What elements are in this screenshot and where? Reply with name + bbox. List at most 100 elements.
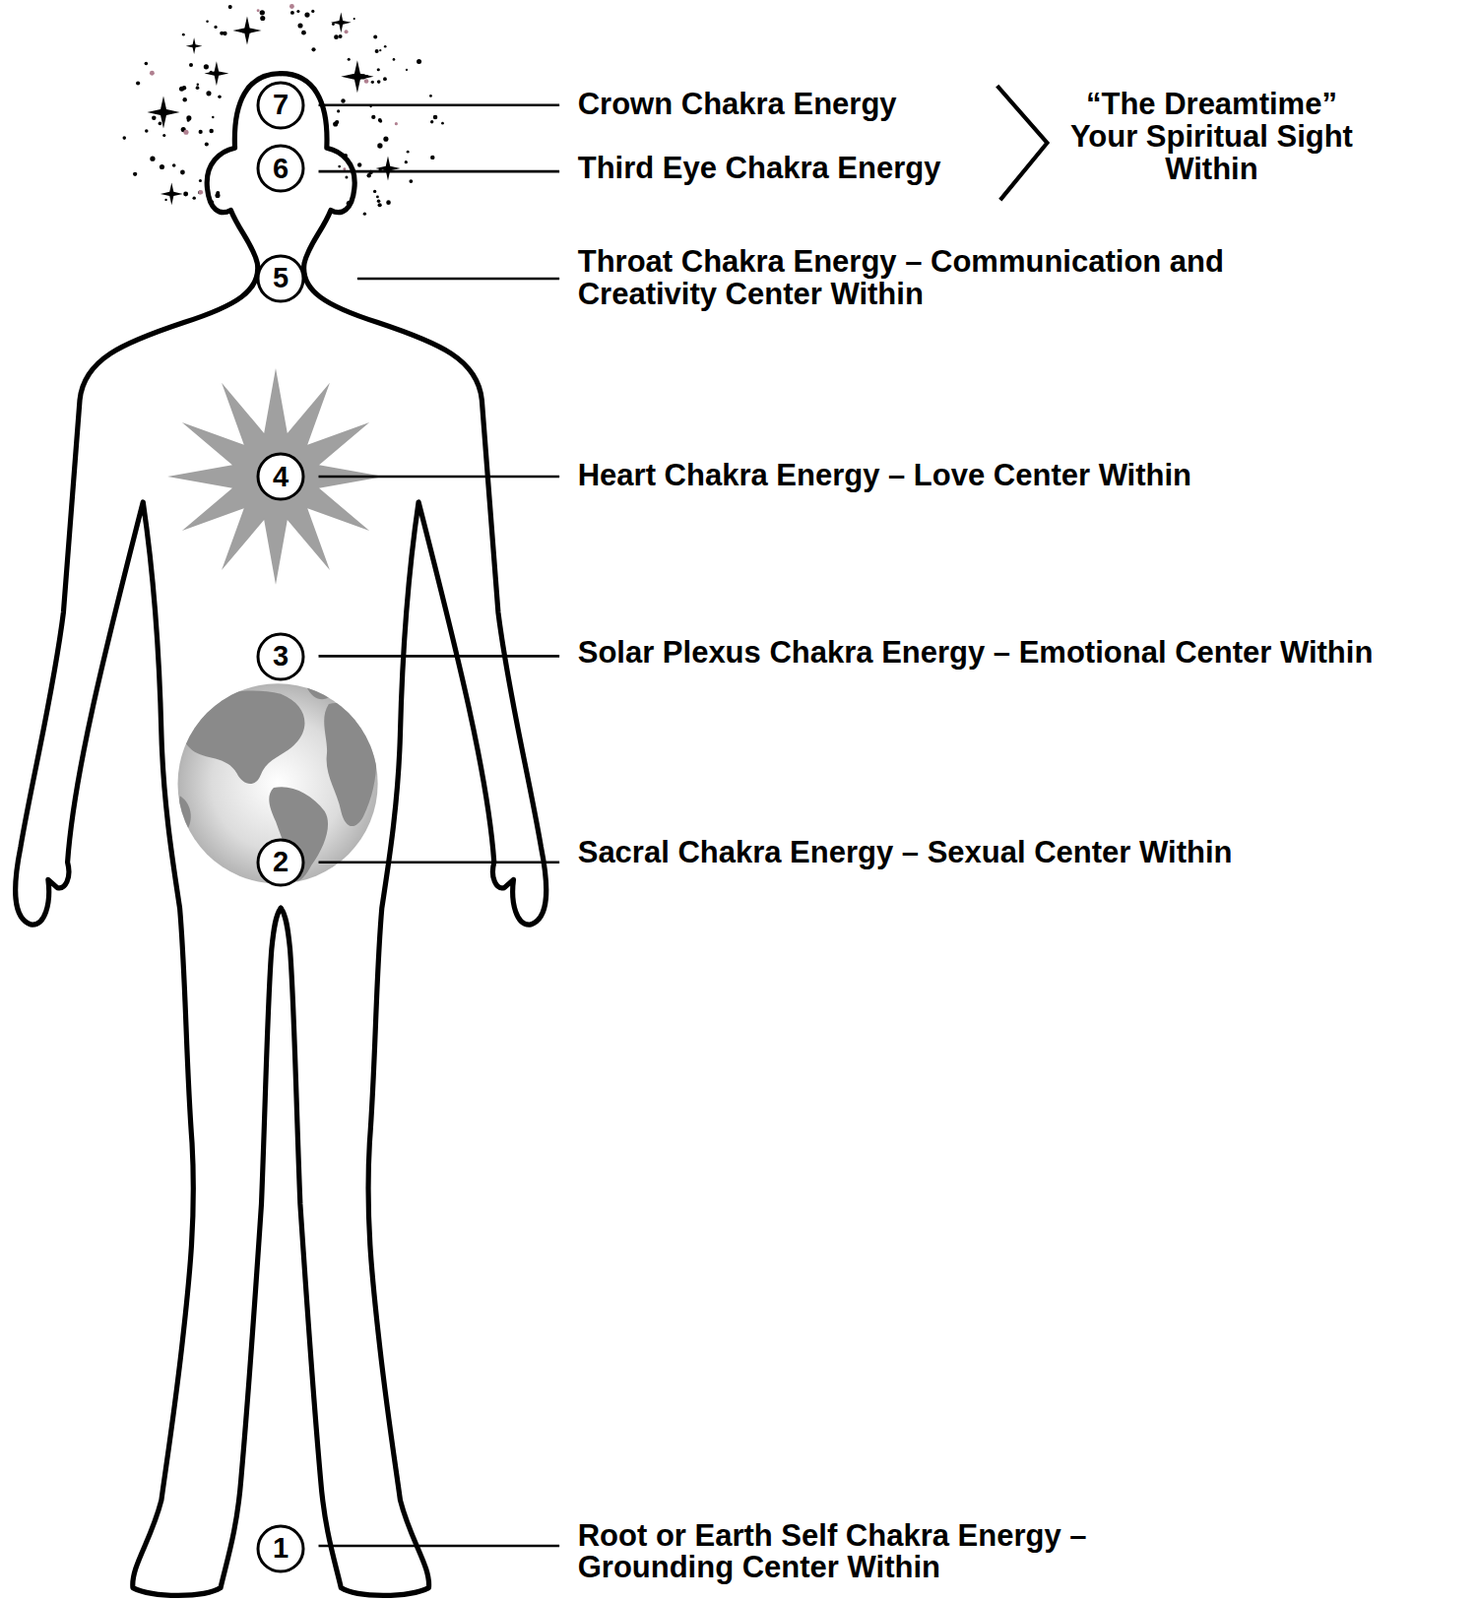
chakra-number-circle: 5: [256, 254, 306, 304]
sparkle: [203, 61, 229, 86]
star-dot: [430, 120, 434, 124]
circle-shape: [257, 145, 304, 192]
star-dot: [405, 68, 408, 71]
star-dot: [296, 9, 300, 13]
chakra-number-circle: 2: [256, 837, 306, 888]
star-dot: [376, 194, 380, 198]
sparkle: [340, 60, 374, 93]
leader-line: [319, 103, 561, 107]
star-dot: [363, 211, 367, 215]
callout-number: 2: [272, 847, 289, 877]
leader-lines: [319, 105, 561, 1546]
star-dot: [373, 35, 378, 40]
star-field: [122, 3, 444, 216]
star-dot: [430, 155, 435, 160]
star-dot: [180, 170, 186, 176]
chakra-label: Solar Plexus Chakra Energy – Emotional C…: [578, 637, 1374, 670]
chakra-number-circle: 1: [256, 1524, 306, 1574]
star-dot: [311, 47, 316, 52]
star-dot: [182, 85, 187, 90]
star-dot: [344, 175, 348, 179]
callout-number: 3: [272, 642, 289, 671]
sparkle: [330, 11, 352, 33]
star-dot: [211, 116, 215, 120]
chakra-label: Sacral Chakra Energy – Sexual Center Wit…: [578, 836, 1233, 870]
sparkle: [160, 183, 184, 206]
star-dot: [289, 3, 295, 9]
star-dot: [338, 34, 343, 39]
circle-shape: [257, 1526, 304, 1572]
chakra-label: Crown Chakra Energy: [578, 88, 898, 122]
star-dot: [357, 162, 362, 167]
star-dot: [364, 78, 370, 84]
globe-continents: [179, 684, 377, 882]
circle-shape: [257, 839, 304, 886]
star-dot: [149, 156, 155, 162]
body-right-half: [280, 73, 547, 1597]
star-dot: [192, 195, 195, 199]
star-dot: [392, 58, 396, 62]
star-dot: [222, 31, 227, 36]
star-dot: [336, 109, 340, 113]
globe-sphere: [178, 683, 379, 884]
star-dot: [205, 19, 209, 23]
chakra-number-circle: 3: [256, 632, 306, 682]
star-dot: [189, 63, 193, 67]
star-dot: [404, 160, 408, 164]
star-dot: [385, 199, 391, 205]
star-dot: [379, 49, 382, 52]
circle-shape: [257, 256, 304, 302]
star-dot: [332, 121, 338, 127]
chakra-label: Heart Chakra Energy – Love Center Within: [578, 459, 1192, 493]
chakra-label: Third Eye Chakra Energy: [578, 152, 942, 186]
star-dot: [183, 192, 189, 197]
callout-number: 1: [272, 1534, 289, 1563]
star-dot: [379, 119, 383, 123]
star-dot: [228, 4, 233, 9]
circle-shape: [257, 453, 304, 500]
star-dot: [182, 33, 186, 37]
star-dot: [158, 122, 163, 127]
star-dot: [183, 129, 189, 135]
star-dot: [406, 150, 410, 154]
star-dot: [196, 83, 199, 86]
chakra-label: “The Dreamtime” Your Spiritual Sight Wit…: [1058, 88, 1364, 186]
star-dot: [394, 122, 398, 126]
star-dot: [344, 29, 349, 34]
star-dot: [198, 129, 203, 134]
chakra-label: Throat Chakra Energy – Communication and…: [578, 246, 1327, 311]
star-dot: [347, 58, 351, 62]
star-dot: [383, 76, 387, 81]
star-dot: [259, 9, 265, 15]
star-dot: [122, 135, 127, 140]
star-dot: [144, 62, 149, 66]
star-dot: [378, 202, 383, 207]
star-dot: [151, 115, 156, 120]
star-dot: [208, 128, 213, 133]
star-dot: [441, 122, 445, 126]
star-dot: [304, 11, 310, 17]
star-dot: [333, 34, 339, 40]
star-dot: [353, 17, 356, 20]
star-dot: [144, 128, 149, 133]
star-dot: [383, 136, 388, 142]
star-dot: [135, 80, 140, 85]
star-dot: [384, 45, 387, 49]
star-dot: [290, 10, 295, 15]
star-dot: [182, 97, 187, 102]
leader-line: [319, 860, 561, 864]
star-dot: [371, 80, 375, 84]
star-dot: [187, 119, 191, 123]
star-dot: [164, 198, 167, 201]
star-dot: [172, 163, 177, 168]
chakra-label: Root or Earth Self Chakra Energy – Groun…: [578, 1520, 1209, 1585]
star-dot: [433, 115, 439, 121]
callout-number: 6: [272, 154, 289, 184]
circle-shape: [257, 634, 304, 680]
circle-shape: [257, 82, 304, 129]
star-dot: [377, 67, 381, 71]
callout-number: 4: [272, 462, 289, 492]
globe: [178, 683, 379, 884]
